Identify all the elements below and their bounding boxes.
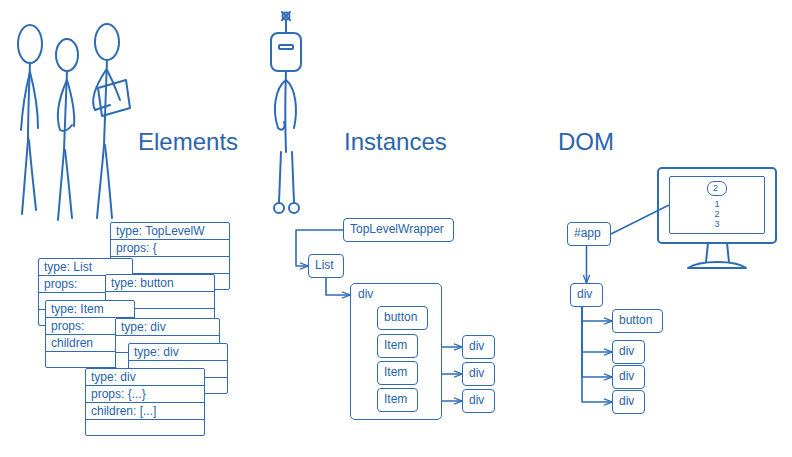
- node-text: 2: [713, 183, 718, 194]
- stick-figure: [93, 24, 130, 218]
- stick-figure: [18, 25, 42, 214]
- section-heading: DOM: [558, 128, 614, 155]
- node-text: div: [469, 339, 484, 354]
- connector: [582, 307, 612, 352]
- connector: [611, 205, 669, 234]
- node-text: type: List: [44, 259, 92, 276]
- dom-box: div: [612, 365, 645, 389]
- instance-box: button: [377, 306, 428, 330]
- node-text: props:: [51, 318, 84, 335]
- node-text: div: [619, 369, 634, 384]
- node-text: List: [315, 258, 334, 273]
- node-text: 2: [714, 209, 719, 219]
- screen-button: 2: [707, 181, 727, 196]
- node-text: type: div: [121, 319, 166, 336]
- instance-box: TopLevelWrapper: [343, 218, 454, 242]
- node-text: type: button: [111, 275, 174, 292]
- connector: [582, 307, 612, 402]
- dom-box: button: [612, 309, 663, 333]
- section-heading: Instances: [344, 128, 447, 155]
- node-text: div: [469, 366, 484, 381]
- node-text: #app: [574, 226, 601, 241]
- node-text: Item: [384, 392, 407, 407]
- instance-box: div: [462, 362, 495, 386]
- node-text: Item: [384, 338, 407, 353]
- connector: [326, 278, 350, 295]
- node-text: button: [384, 310, 417, 325]
- node-text: div: [358, 286, 373, 302]
- node-text: type: div: [91, 369, 136, 386]
- instance-box: div: [462, 335, 495, 359]
- monitor-symbol: [658, 168, 776, 268]
- node-text: div: [469, 393, 484, 408]
- node-text: props: {: [116, 240, 157, 257]
- instance-box: div: [462, 389, 495, 413]
- element-card: type: divprops: {...}children: [...]: [85, 368, 205, 436]
- node-text: button: [619, 313, 652, 328]
- node-text: type: TopLevelW: [116, 223, 205, 240]
- dom-box: #app: [567, 222, 611, 246]
- node-text: type: div: [134, 344, 179, 361]
- dom-box: div: [612, 340, 645, 364]
- section-heading-box: Instances: [344, 128, 447, 156]
- connector: [582, 307, 612, 321]
- instance-box: List: [308, 254, 344, 278]
- node-text: props:: [44, 276, 77, 293]
- node-text: div: [577, 287, 592, 302]
- node-text: div: [619, 394, 634, 409]
- node-text: TopLevelWrapper: [350, 222, 444, 237]
- instance-box: Item: [377, 388, 418, 412]
- node-text: div: [619, 344, 634, 359]
- section-heading: Elements: [138, 128, 238, 155]
- monitor-screen: 1232: [669, 176, 765, 234]
- section-heading-box: Elements: [138, 128, 238, 156]
- connector: [582, 307, 612, 377]
- node-text: children: [51, 335, 93, 352]
- dom-box: div: [612, 390, 645, 414]
- instance-box: Item: [377, 361, 418, 385]
- instance-container: divbuttonItemItemItem: [350, 283, 442, 420]
- robot-figure: [271, 12, 301, 213]
- connector: [586, 246, 588, 283]
- node-text: 3: [714, 219, 719, 229]
- section-heading-box: DOM: [558, 128, 614, 156]
- node-text: props: {...}: [91, 386, 146, 403]
- dom-box: div: [570, 283, 603, 307]
- node-text: type: Item: [51, 301, 104, 318]
- instance-box: Item: [377, 334, 418, 358]
- node-text: children: [...]: [91, 403, 156, 420]
- node-text: 1: [714, 199, 719, 209]
- stick-figure: [56, 39, 78, 220]
- node-text: Item: [384, 365, 407, 380]
